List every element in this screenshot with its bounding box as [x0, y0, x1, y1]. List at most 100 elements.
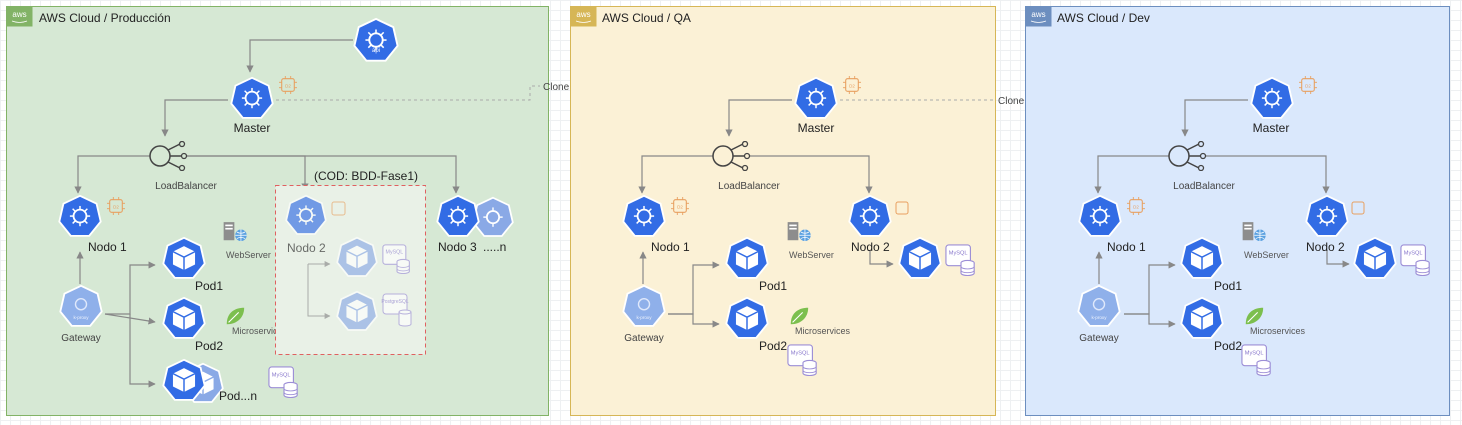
pod-cube-icon — [162, 296, 206, 339]
kubernetes-node-icon — [622, 194, 666, 237]
kubernetes-node-icon — [1078, 194, 1122, 237]
clone-label: Clone — [998, 96, 1025, 107]
nodo2-qa[interactable]: Nodo 2 — [848, 194, 909, 254]
cod-box-label: (COD: BDD-Fase1) — [314, 169, 418, 183]
nodo1-label: Nodo 1 — [1107, 240, 1146, 254]
chip-icon — [895, 201, 909, 215]
webserver-label: WebServer — [789, 250, 834, 260]
dev-topology: Master LoadBalancer Nodo 1 Nodo 2 Gatewa… — [1077, 76, 1430, 376]
svg-text:PostgreSQL: PostgreSQL — [381, 299, 408, 305]
master-node-production[interactable]: Master — [230, 76, 297, 135]
clone-link-prod-qa[interactable]: Clone — [276, 82, 570, 101]
pod1-label: Pod1 — [1214, 279, 1242, 293]
master-label: Master — [234, 121, 271, 135]
postgresql-db-icon: PostgreSQL — [381, 293, 412, 327]
pod1-qa[interactable]: Pod1 — [725, 236, 787, 293]
gateway-dev[interactable]: Gateway — [1077, 284, 1121, 344]
webserver-label: WebServer — [226, 250, 271, 260]
gateway-label: Gateway — [61, 333, 100, 344]
master-node-dev[interactable]: Master — [1250, 76, 1317, 135]
load-balancer-dev[interactable]: LoadBalancer — [1168, 141, 1236, 193]
pod2-label: Pod2 — [759, 339, 787, 353]
webserver-dev[interactable]: WebServer — [1242, 221, 1289, 260]
nodo3-label: Nodo 3 — [438, 240, 477, 254]
pod1-dev[interactable]: Pod1 — [1180, 236, 1242, 293]
k-proxy-icon — [1077, 284, 1121, 327]
gateway-qa[interactable]: Gateway — [622, 284, 666, 344]
pod1-production[interactable]: Pod1 — [162, 236, 223, 293]
microservices-production[interactable]: Microservices — [226, 307, 288, 336]
master-label: Master — [798, 121, 835, 135]
pod-cube-icon — [898, 236, 942, 279]
load-balancer-label: LoadBalancer — [718, 181, 780, 192]
nodo1-production[interactable]: Nodo 1 — [58, 194, 127, 254]
nodo1-label: Nodo 1 — [88, 240, 127, 254]
load-balancer-label: LoadBalancer — [1173, 181, 1235, 192]
microservices-label: Microservices — [795, 326, 851, 336]
kubernetes-node-icon — [848, 194, 892, 237]
nodo1-qa[interactable]: Nodo 1 — [622, 194, 690, 254]
nodo3-production[interactable]: Nodo 3 .....n — [436, 194, 514, 254]
k8s-control-icon — [353, 17, 399, 62]
kubernetes-node-icon — [58, 194, 102, 237]
load-balancer-qa[interactable]: LoadBalancer — [712, 141, 781, 193]
kubernetes-node-icon — [436, 194, 480, 237]
microservices-label: Microservices — [232, 326, 288, 336]
kubernetes-node-icon — [1305, 194, 1349, 237]
panel-dev[interactable]: aws AWS Cloud / Dev — [1025, 6, 1450, 416]
pod2-label: Pod2 — [195, 339, 223, 353]
load-balancer-label: LoadBalancer — [155, 181, 217, 192]
kubernetes-node-icon — [230, 76, 274, 119]
kubernetes-node-icon — [472, 196, 514, 237]
webserver-qa[interactable]: WebServer — [787, 221, 834, 260]
nodo2-label: Nodo 2 — [287, 241, 326, 255]
podn-label: Pod...n — [219, 389, 257, 403]
microservices-dev[interactable]: Microservices — [1245, 307, 1306, 336]
nodo1-label: Nodo 1 — [651, 240, 690, 254]
pod-cube-icon — [162, 358, 206, 401]
production-topology: api Master LoadBalancer Nodo 1 Gateway P… — [58, 17, 514, 403]
webserver-production[interactable]: WebServer — [223, 221, 271, 260]
pod2-qa[interactable]: Pod2 — [725, 296, 787, 353]
aws-badge: aws — [1031, 10, 1045, 19]
pod-cube-icon — [1180, 236, 1224, 279]
microservices-label: Microservices — [1250, 326, 1306, 336]
gateway-label: Gateway — [624, 333, 663, 344]
nodo2-label: Nodo 2 — [1306, 240, 1345, 254]
nodo2-label: Nodo 2 — [851, 240, 890, 254]
panel-title-dev: AWS Cloud / Dev — [1057, 11, 1150, 25]
nodo-n-label: .....n — [483, 240, 506, 254]
nodo1-dev[interactable]: Nodo 1 — [1078, 194, 1146, 254]
pod-cube-icon — [1180, 296, 1224, 339]
master-node-qa[interactable]: Master — [794, 76, 861, 135]
panel-title-production: AWS Cloud / Producción — [39, 11, 171, 25]
nodo2-dev[interactable]: Nodo 2 — [1305, 194, 1365, 254]
api-label: api — [372, 48, 380, 54]
podn-production[interactable]: Pod...n — [162, 358, 257, 403]
api-service[interactable]: api — [353, 17, 399, 62]
pod2-dev[interactable]: Pod2 — [1180, 296, 1242, 353]
gateway-production[interactable]: Gateway — [59, 284, 103, 344]
k-proxy-icon — [622, 284, 666, 327]
pod-nodo2-qa[interactable] — [898, 236, 942, 279]
master-label: Master — [1253, 121, 1290, 135]
pod-cube-icon — [162, 236, 206, 279]
pod2-label: Pod2 — [1214, 339, 1242, 353]
aws-badge: aws — [12, 10, 26, 19]
webserver-label: WebServer — [1244, 250, 1289, 260]
pod-nodo2-dev[interactable] — [1353, 236, 1397, 279]
cod-bdd-fase1-group[interactable]: (COD: BDD-Fase1) Nodo 2 PostgreSQL — [275, 169, 426, 355]
panel-title-qa: AWS Cloud / QA — [602, 11, 691, 25]
kubernetes-node-icon — [794, 76, 838, 119]
pod2-production[interactable]: Pod2 — [162, 296, 223, 353]
load-balancer-production[interactable]: LoadBalancer — [149, 141, 218, 193]
pod-cube-icon — [336, 236, 378, 277]
kubernetes-node-icon — [1250, 76, 1294, 119]
microservices-qa[interactable]: Microservices — [790, 307, 851, 336]
aws-badge: aws — [576, 10, 590, 19]
clone-link-qa-dev[interactable]: Clone — [840, 96, 1025, 107]
pod1-label: Pod1 — [195, 279, 223, 293]
pod-cube-icon — [725, 296, 769, 339]
clone-label: Clone — [543, 82, 570, 93]
